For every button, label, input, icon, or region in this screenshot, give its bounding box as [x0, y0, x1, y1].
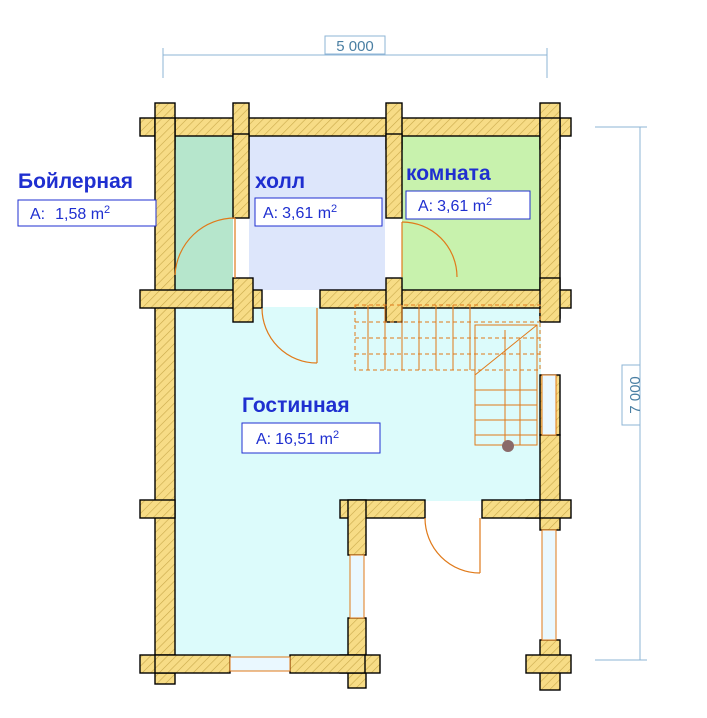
boiler-area: A:1,58 m2 — [30, 204, 110, 223]
hall-name: холл — [255, 170, 305, 193]
living-room-fill — [175, 307, 541, 501]
hall-area-box — [254, 197, 383, 227]
staircase — [354, 304, 541, 446]
room-name: комната — [406, 162, 491, 185]
hall-area: A:3,61 m2 — [263, 203, 337, 222]
room-area-box — [405, 190, 531, 220]
doors — [174, 217, 481, 574]
windows — [229, 374, 557, 672]
boiler-area-box — [17, 199, 157, 227]
width-dimension-box — [324, 35, 386, 55]
living-room-lower-fill — [175, 495, 350, 665]
living-area: A:16,51 m2 — [256, 429, 339, 448]
width-dimension: 5 000 — [336, 38, 374, 55]
walls — [139, 102, 572, 691]
stair-post — [502, 440, 514, 452]
living-room-name: Гостинная — [242, 394, 350, 417]
living-area-box — [241, 422, 381, 454]
height-dimension: 7 000 — [627, 376, 644, 414]
boiler-room-name: Бойлерная — [18, 170, 133, 193]
height-dimension-box — [621, 364, 641, 426]
boiler-room-fill — [175, 134, 233, 290]
room-area: A:3,61 m2 — [418, 196, 492, 215]
